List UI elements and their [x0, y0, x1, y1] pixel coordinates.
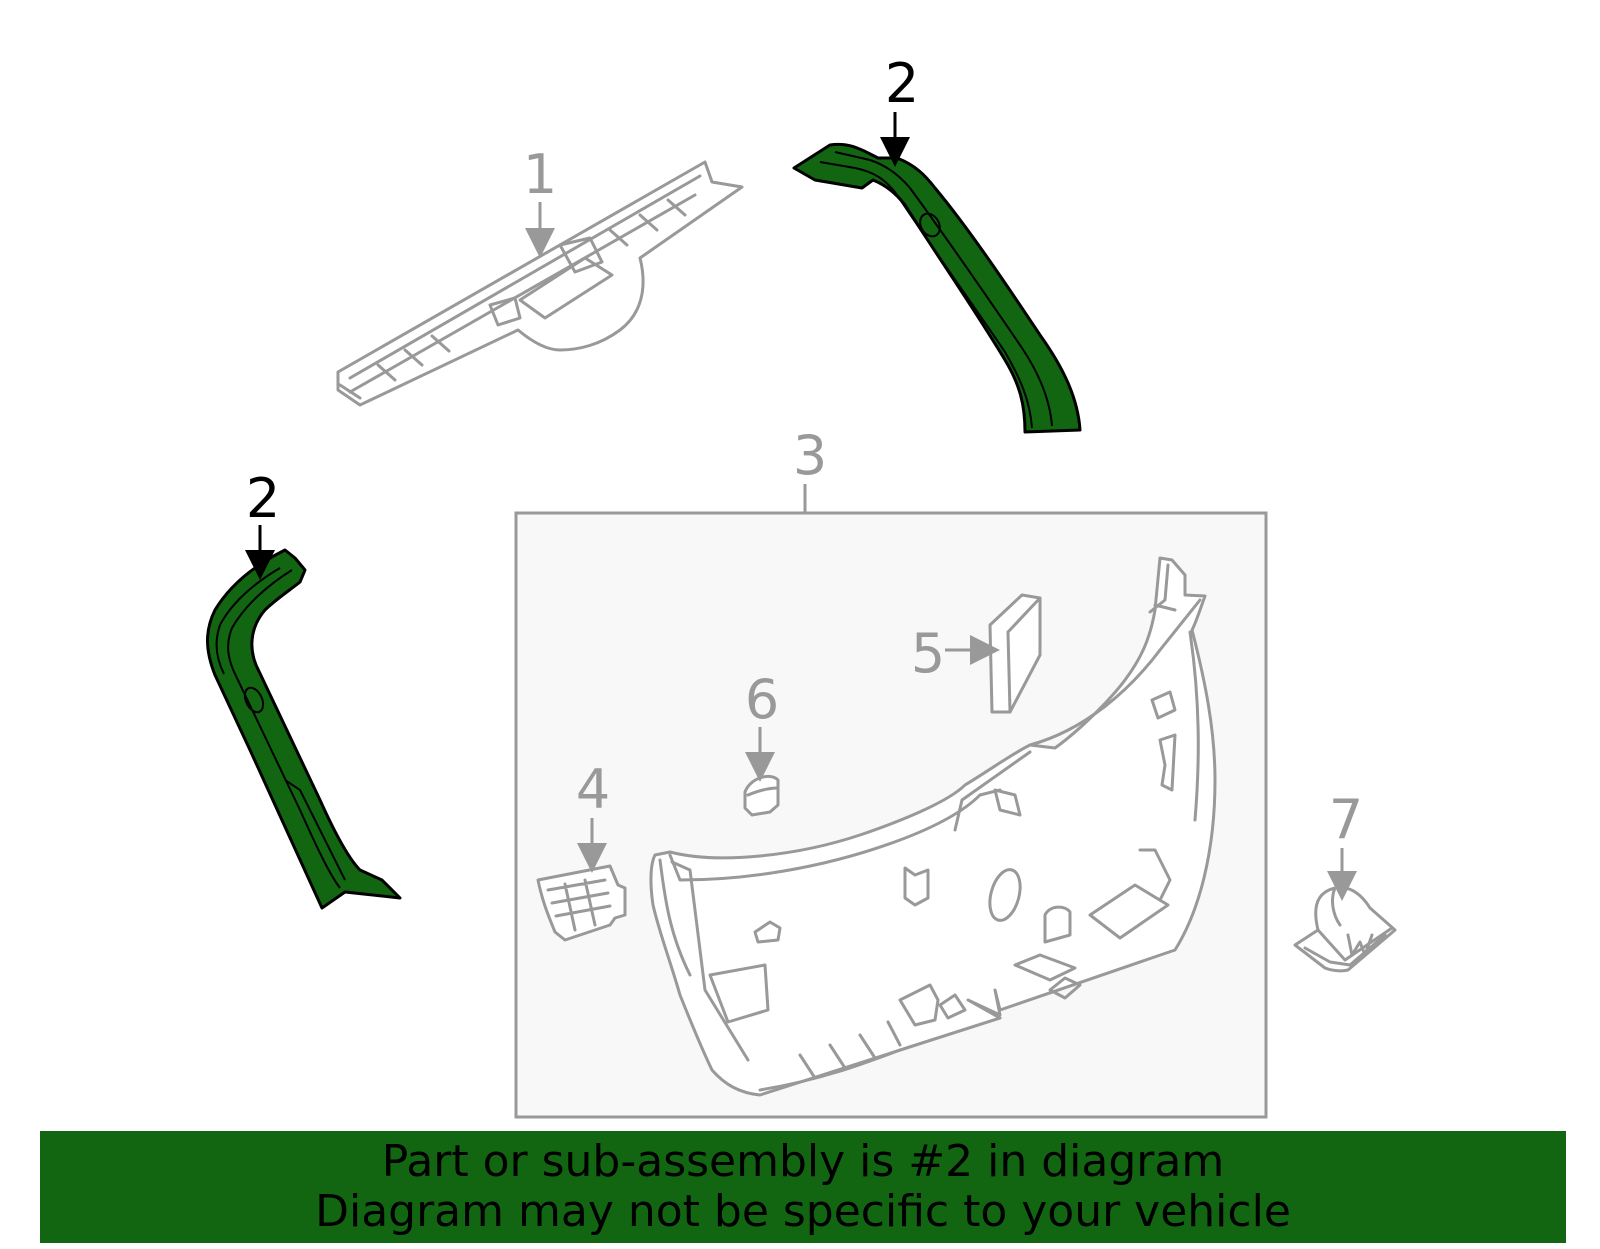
- callout-3: 3: [793, 424, 827, 487]
- banner-line-1: Part or sub-assembly is #2 in diagram: [381, 1136, 1225, 1187]
- part-5-pad: [988, 593, 1042, 714]
- part-7-lamp: [1293, 885, 1397, 973]
- callout-5: 5: [911, 622, 945, 685]
- info-banner: Part or sub-assembly is #2 in diagram Di…: [40, 1131, 1566, 1243]
- part-4-clip: [536, 864, 627, 942]
- part-1-upper-trim: [336, 160, 744, 407]
- part-6-cap: [743, 775, 780, 817]
- callout-1: 1: [523, 143, 557, 206]
- callout-2-left: 2: [246, 467, 280, 530]
- callout-2-top: 2: [885, 52, 919, 115]
- part-3-liftgate-trim-panel: [649, 556, 1217, 1097]
- part-2-right-pillar-trim: [792, 142, 1082, 434]
- callout-7: 7: [1329, 788, 1363, 851]
- callout-4: 4: [576, 758, 610, 821]
- banner-line-2: Diagram may not be specific to your vehi…: [315, 1186, 1291, 1237]
- part-2-left-pillar-trim: [206, 548, 402, 910]
- callout-6: 6: [745, 668, 779, 731]
